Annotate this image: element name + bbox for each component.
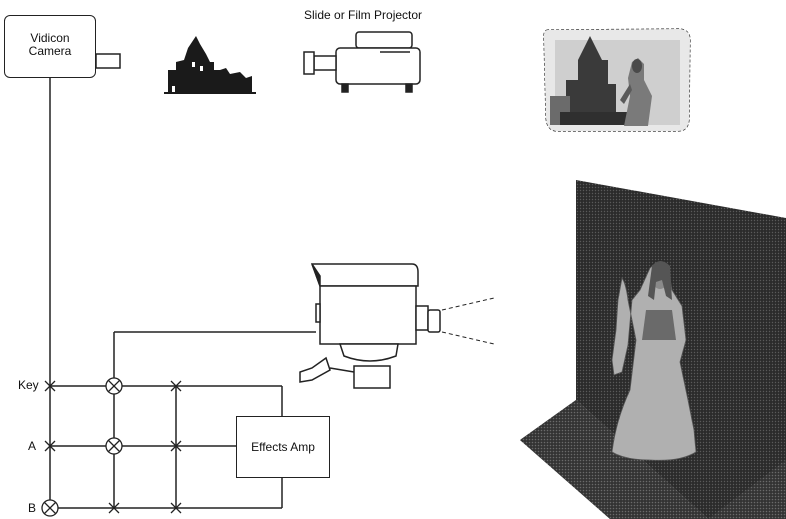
effects-amp: Effects Amp: [236, 416, 330, 478]
bus-label-b: B: [28, 501, 36, 515]
effects-amp-label: Effects Amp: [237, 440, 329, 454]
castle-slide-icon: [164, 36, 256, 94]
projector-label: Slide or Film Projector: [304, 8, 422, 22]
vidicon-camera-lens: [96, 54, 120, 68]
chroma-key-backdrop: [520, 180, 786, 519]
bus-label-key: Key: [18, 378, 39, 392]
selected-crosspoints: [42, 378, 122, 516]
vidicon-camera-label: Vidicon Camera: [5, 32, 95, 58]
studio-camera: [300, 264, 440, 388]
slide-projector-icon: [304, 32, 420, 92]
composite-monitor: [540, 25, 695, 135]
bus-label-a: A: [28, 439, 36, 453]
vidicon-camera: Vidicon Camera: [4, 15, 96, 78]
camera-field-of-view: [442, 298, 494, 344]
